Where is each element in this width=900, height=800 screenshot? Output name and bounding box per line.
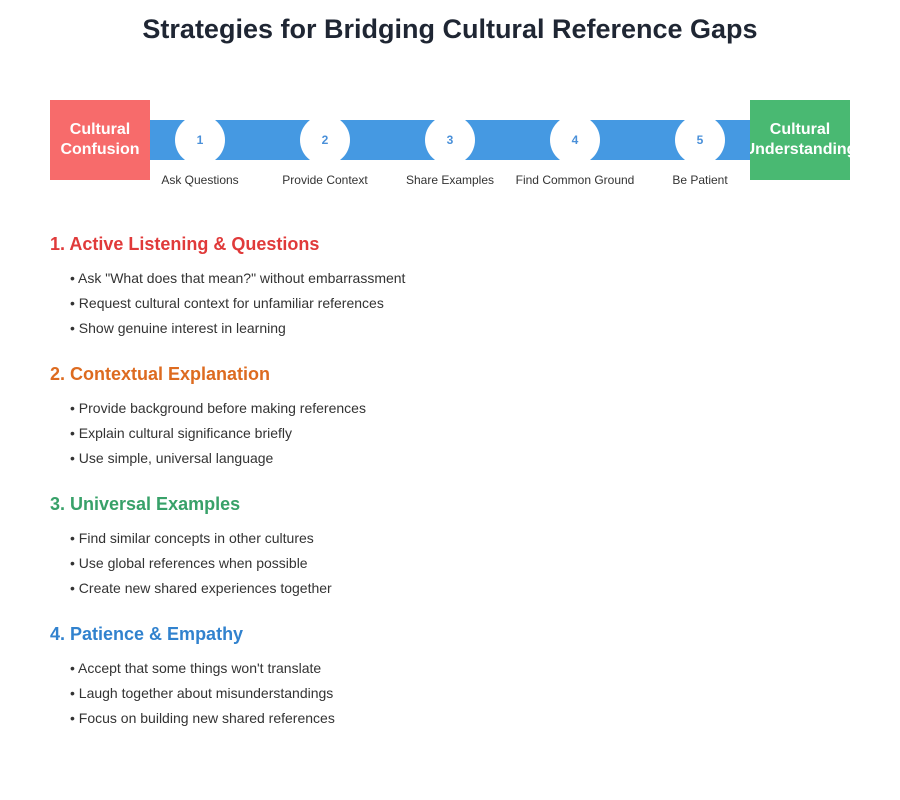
end-box-cultural-understanding: Cultural Understanding [750, 100, 850, 180]
bullet-list: • Find similar concepts in other culture… [50, 526, 850, 601]
step-label-5: Be Patient [672, 173, 728, 187]
bullet-list: • Accept that some things won't translat… [50, 656, 850, 731]
step-label-4: Find Common Ground [515, 173, 635, 187]
bullet-item: • Use global references when possible [70, 555, 308, 571]
bullet-item: • Ask "What does that mean?" without emb… [70, 270, 406, 286]
bullet-item: • Accept that some things won't translat… [70, 660, 322, 676]
section-title: 3. Universal Examples [50, 494, 241, 514]
strategy-sections: 1. Active Listening & Questions • Ask "W… [50, 230, 850, 750]
bridge-diagram: Cultural Confusion Cultural Understandin… [0, 90, 900, 210]
step-circle-4: 4 [550, 115, 600, 165]
step-label-3: Share Examples [405, 173, 495, 187]
bullet-list: • Provide background before making refer… [50, 396, 850, 471]
start-label-line-2: Confusion [60, 141, 140, 158]
section-universal-examples: 3. Universal Examples • Find similar con… [50, 490, 850, 620]
bullet-item: • Use simple, universal language [70, 450, 274, 466]
end-label-line-2: Understanding [750, 141, 850, 158]
section-active-listening: 1. Active Listening & Questions • Ask "W… [50, 230, 850, 360]
step-label-2: Provide Context [282, 173, 368, 187]
bullet-item: • Focus on building new shared reference… [70, 710, 335, 726]
start-label-line-1: Cultural [69, 121, 131, 138]
bullet-item: • Laugh together about misunderstandings [70, 685, 334, 701]
bullet-item: • Show genuine interest in learning [70, 320, 286, 336]
bullet-item: • Explain cultural significance briefly [70, 425, 293, 441]
bullet-item: • Find similar concepts in other culture… [70, 530, 314, 546]
section-title: 4. Patience & Empathy [50, 624, 244, 644]
section-patience-empathy: 4. Patience & Empathy • Accept that some… [50, 620, 850, 750]
section-contextual-explanation: 2. Contextual Explanation • Provide back… [50, 360, 850, 490]
start-box-cultural-confusion: Cultural Confusion [50, 100, 150, 180]
page-title: Strategies for Bridging Cultural Referen… [142, 14, 758, 44]
step-label-1: Ask Questions [161, 173, 239, 187]
bullet-item: • Create new shared experiences together [70, 580, 332, 596]
step-circle-5: 5 [675, 115, 725, 165]
step-circle-2: 2 [300, 115, 350, 165]
section-title: 2. Contextual Explanation [50, 364, 271, 384]
bullet-item: • Request cultural context for unfamilia… [70, 295, 384, 311]
end-label-line-1: Cultural [769, 121, 831, 138]
section-title: 1. Active Listening & Questions [50, 234, 320, 254]
step-circle-1: 1 [175, 115, 225, 165]
bullet-list: • Ask "What does that mean?" without emb… [50, 266, 850, 341]
step-circle-3: 3 [425, 115, 475, 165]
bullet-item: • Provide background before making refer… [70, 400, 366, 416]
